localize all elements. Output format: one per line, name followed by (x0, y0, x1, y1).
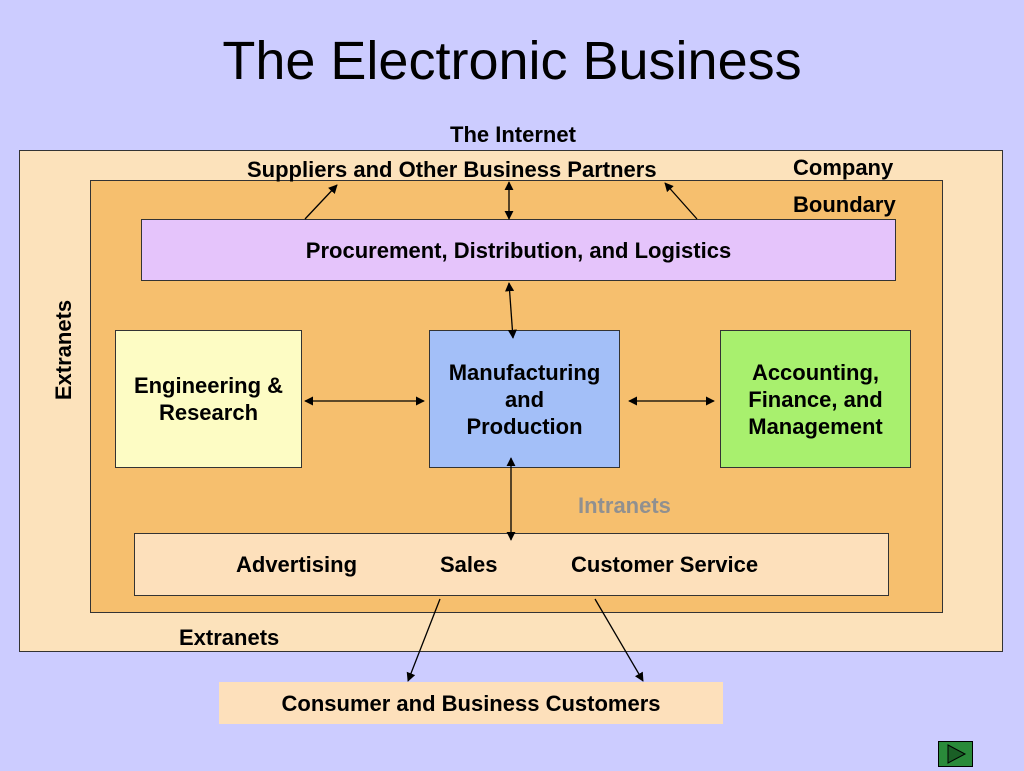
accounting-line-3: Management (748, 413, 883, 439)
suppliers-label: Suppliers and Other Business Partners (247, 157, 657, 182)
customers-box: Consumer and Business Customers (219, 682, 723, 724)
boundary-label: Boundary (793, 192, 896, 217)
procurement-box: Procurement, Distribution, and Logistics (141, 219, 896, 281)
arrow-proc-to-suppliers-right (664, 182, 698, 220)
engineering-line-1: Engineering & (133, 373, 284, 398)
play-triangle-icon (947, 744, 967, 764)
customer-service-label: Customer Service (571, 552, 759, 577)
company-label: Company (793, 155, 894, 180)
engineering-box: Engineering & Research (115, 330, 302, 468)
intranets-label: Intranets (578, 493, 671, 518)
arrow-sales-to-customers-left (406, 598, 441, 682)
manufacturing-line-3: Production (466, 413, 583, 439)
arrow-proc-mfg (505, 282, 517, 339)
manufacturing-box: Manufacturing and Production (429, 330, 620, 468)
extranets-bottom-label: Extranets (179, 625, 280, 650)
accounting-box: Accounting, Finance, and Management (720, 330, 911, 468)
engineering-line-2: Research (158, 400, 259, 425)
advertising-label: Advertising (236, 552, 358, 577)
manufacturing-line-1: Manufacturing (448, 359, 601, 385)
customers-label: Consumer and Business Customers (281, 690, 661, 716)
next-slide-button[interactable] (938, 741, 973, 767)
manufacturing-line-2: and (504, 386, 545, 412)
arrow-proc-to-suppliers-left (304, 184, 338, 220)
slide-title: The Electronic Business (222, 31, 802, 91)
internet-label: The Internet (450, 122, 576, 147)
procurement-label: Procurement, Distribution, and Logistics (305, 237, 732, 263)
arrow-sales-to-customers-right (594, 598, 644, 682)
accounting-line-1: Accounting, (751, 359, 880, 385)
accounting-line-2: Finance, and (748, 386, 883, 412)
sales-label: Sales (440, 552, 498, 577)
